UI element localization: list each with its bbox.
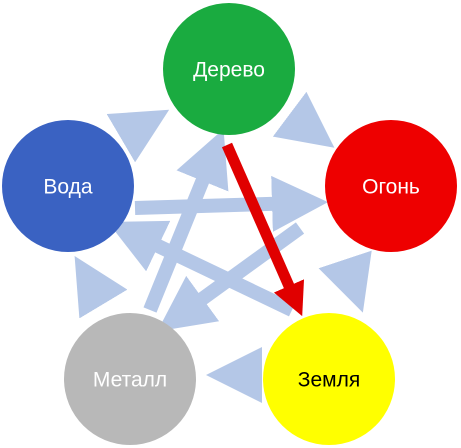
node-ogon-label: Огонь xyxy=(362,176,420,199)
arrow-metall-to-derevo xyxy=(143,129,229,313)
node-derevo: Дерево xyxy=(163,3,295,135)
arrow-derevo-to-zemlya-highlight xyxy=(221,142,305,317)
arrow-derevo-to-ogon xyxy=(272,91,335,148)
arrow-voda-to-ogon xyxy=(134,175,328,232)
node-ogon-circle xyxy=(325,120,457,252)
node-derevo-circle xyxy=(163,3,295,135)
node-metall-label: Металл xyxy=(93,369,167,392)
arrow-voda-to-derevo xyxy=(106,109,170,163)
node-voda-label: Вода xyxy=(43,176,92,199)
node-derevo-label: Дерево xyxy=(193,59,265,82)
node-ogon: Огонь xyxy=(325,120,457,252)
node-zemlya-label: Земля xyxy=(298,369,360,392)
arrow-metall-to-voda xyxy=(74,255,128,319)
arrow-zemlya-to-voda xyxy=(107,220,296,317)
node-metall: Металл xyxy=(64,313,196,445)
arrow-ogon-to-metall xyxy=(157,222,305,332)
star-arrows xyxy=(107,129,328,332)
node-zemlya-circle xyxy=(263,313,395,445)
arrow-ogon-to-zemlya xyxy=(318,250,372,313)
node-zemlya: Земля xyxy=(263,313,395,445)
node-metall-circle xyxy=(64,313,196,445)
outer-arrows xyxy=(74,91,372,403)
node-voda-circle xyxy=(2,120,134,252)
node-voda: Вода xyxy=(2,120,134,252)
